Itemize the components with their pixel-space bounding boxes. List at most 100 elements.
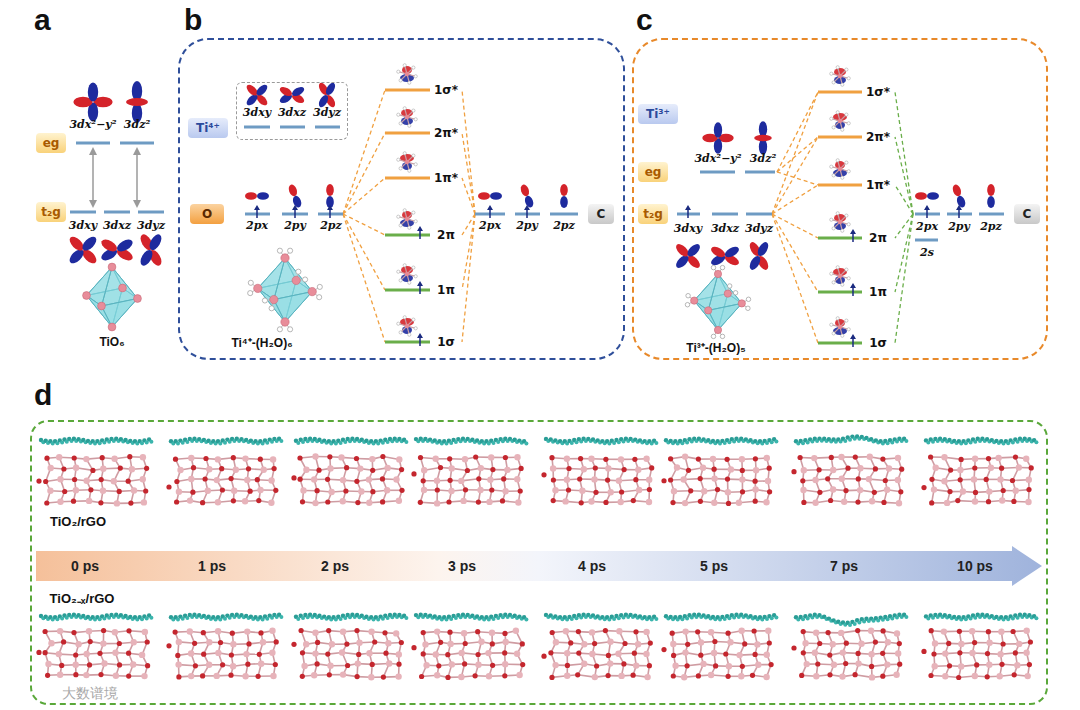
carbon-atom bbox=[404, 440, 408, 444]
o-atom bbox=[71, 630, 76, 635]
o-atom bbox=[61, 466, 66, 471]
orbital-lobe bbox=[291, 195, 302, 209]
orbital-lobe bbox=[324, 81, 337, 96]
orbital-lobe bbox=[723, 245, 740, 260]
o-atom bbox=[88, 487, 93, 492]
hydrogen-atom bbox=[746, 297, 750, 301]
ti-atom bbox=[564, 673, 570, 679]
oxygen-vertex bbox=[119, 284, 127, 292]
orbital-lobe bbox=[147, 232, 164, 252]
o-atom bbox=[203, 476, 208, 481]
o-atom bbox=[256, 674, 261, 679]
ti-atom bbox=[187, 628, 193, 634]
ti-atom bbox=[312, 453, 318, 459]
ti-atom bbox=[86, 628, 92, 634]
o-atom bbox=[327, 454, 332, 459]
orbital-ring bbox=[126, 98, 148, 106]
ti-atom bbox=[434, 478, 440, 484]
ti-atom bbox=[355, 660, 361, 666]
orbital-lobe bbox=[674, 253, 691, 270]
ti-atom bbox=[214, 477, 220, 483]
ti-atom bbox=[489, 630, 495, 636]
o-atom bbox=[43, 479, 48, 484]
o-atom bbox=[622, 641, 627, 646]
hydrogen-atom bbox=[711, 265, 715, 269]
ti-atom bbox=[257, 487, 263, 493]
o-atom bbox=[603, 628, 608, 633]
hydrogen-atom bbox=[746, 306, 750, 310]
o-atom bbox=[490, 467, 495, 472]
carbon-atom bbox=[279, 615, 283, 619]
ti-atom bbox=[57, 476, 63, 482]
ti-atom bbox=[616, 628, 622, 634]
correlation-line bbox=[343, 214, 385, 342]
hydrogen-atom bbox=[841, 334, 844, 337]
ti-atom bbox=[513, 628, 519, 634]
o-atom bbox=[117, 662, 122, 667]
o-atom bbox=[380, 476, 385, 481]
ti-atom bbox=[448, 488, 454, 494]
carbon-atom bbox=[149, 440, 153, 444]
ti-atom bbox=[384, 487, 390, 493]
o-atom bbox=[229, 476, 234, 481]
correlation-line bbox=[895, 137, 913, 214]
oxygen-vertex bbox=[83, 292, 91, 300]
o-atom bbox=[549, 675, 554, 680]
ti-atom bbox=[607, 660, 613, 666]
ti-atom bbox=[327, 663, 333, 669]
energy-level bbox=[818, 237, 862, 240]
ti-atom bbox=[230, 641, 236, 647]
hydrogen-atom bbox=[836, 317, 839, 320]
orbital-lobe bbox=[523, 195, 534, 209]
ti-atom bbox=[478, 639, 484, 645]
center-atom bbox=[838, 119, 842, 123]
ti-atom bbox=[356, 640, 362, 646]
hydrogen-atom bbox=[399, 122, 402, 125]
orbital-lobe bbox=[685, 242, 702, 259]
spin-arrow-head bbox=[292, 205, 298, 210]
correlation-line bbox=[777, 92, 818, 172]
o-atom bbox=[203, 456, 208, 461]
o-atom bbox=[383, 651, 388, 656]
ti-atom bbox=[340, 671, 346, 677]
energy-level bbox=[712, 213, 738, 216]
hydrogen-atom bbox=[399, 224, 402, 227]
o-atom bbox=[577, 476, 582, 481]
o-atom bbox=[576, 651, 581, 656]
hydrogen-atom bbox=[397, 158, 400, 161]
o-atom bbox=[631, 673, 636, 678]
octahedron-face bbox=[102, 299, 138, 328]
hydrogen-atom bbox=[408, 169, 411, 172]
spin-arrow-head bbox=[417, 281, 423, 286]
correlation-line bbox=[777, 137, 818, 172]
energy-level bbox=[385, 341, 430, 344]
ti-atom bbox=[303, 641, 309, 647]
o-atom bbox=[606, 653, 611, 658]
center-atom bbox=[838, 167, 842, 171]
o-atom bbox=[549, 455, 554, 460]
o-atom bbox=[200, 673, 205, 678]
o-atom bbox=[90, 468, 95, 473]
ti-atom bbox=[114, 500, 120, 506]
o-atom bbox=[218, 640, 223, 645]
ti-atom bbox=[206, 662, 212, 668]
o-atom bbox=[619, 489, 624, 494]
ti-atom bbox=[242, 455, 248, 461]
o-atom bbox=[127, 454, 132, 459]
hydrogen-atom bbox=[720, 334, 724, 338]
ti-atom bbox=[215, 499, 221, 505]
o-atom bbox=[145, 663, 150, 668]
o-atom bbox=[117, 641, 122, 646]
energy-level bbox=[104, 211, 130, 214]
o-atom bbox=[73, 652, 78, 657]
ti-atom bbox=[177, 467, 183, 473]
hydrogen-atom bbox=[399, 79, 402, 82]
ti-atom bbox=[231, 488, 237, 494]
hydrogen-atom bbox=[841, 229, 844, 232]
o-atom bbox=[220, 487, 225, 492]
oxygen-vertex bbox=[714, 326, 721, 333]
ti-atom bbox=[421, 487, 427, 493]
hydrogen-atom bbox=[686, 293, 690, 297]
ti-atom bbox=[357, 465, 363, 471]
